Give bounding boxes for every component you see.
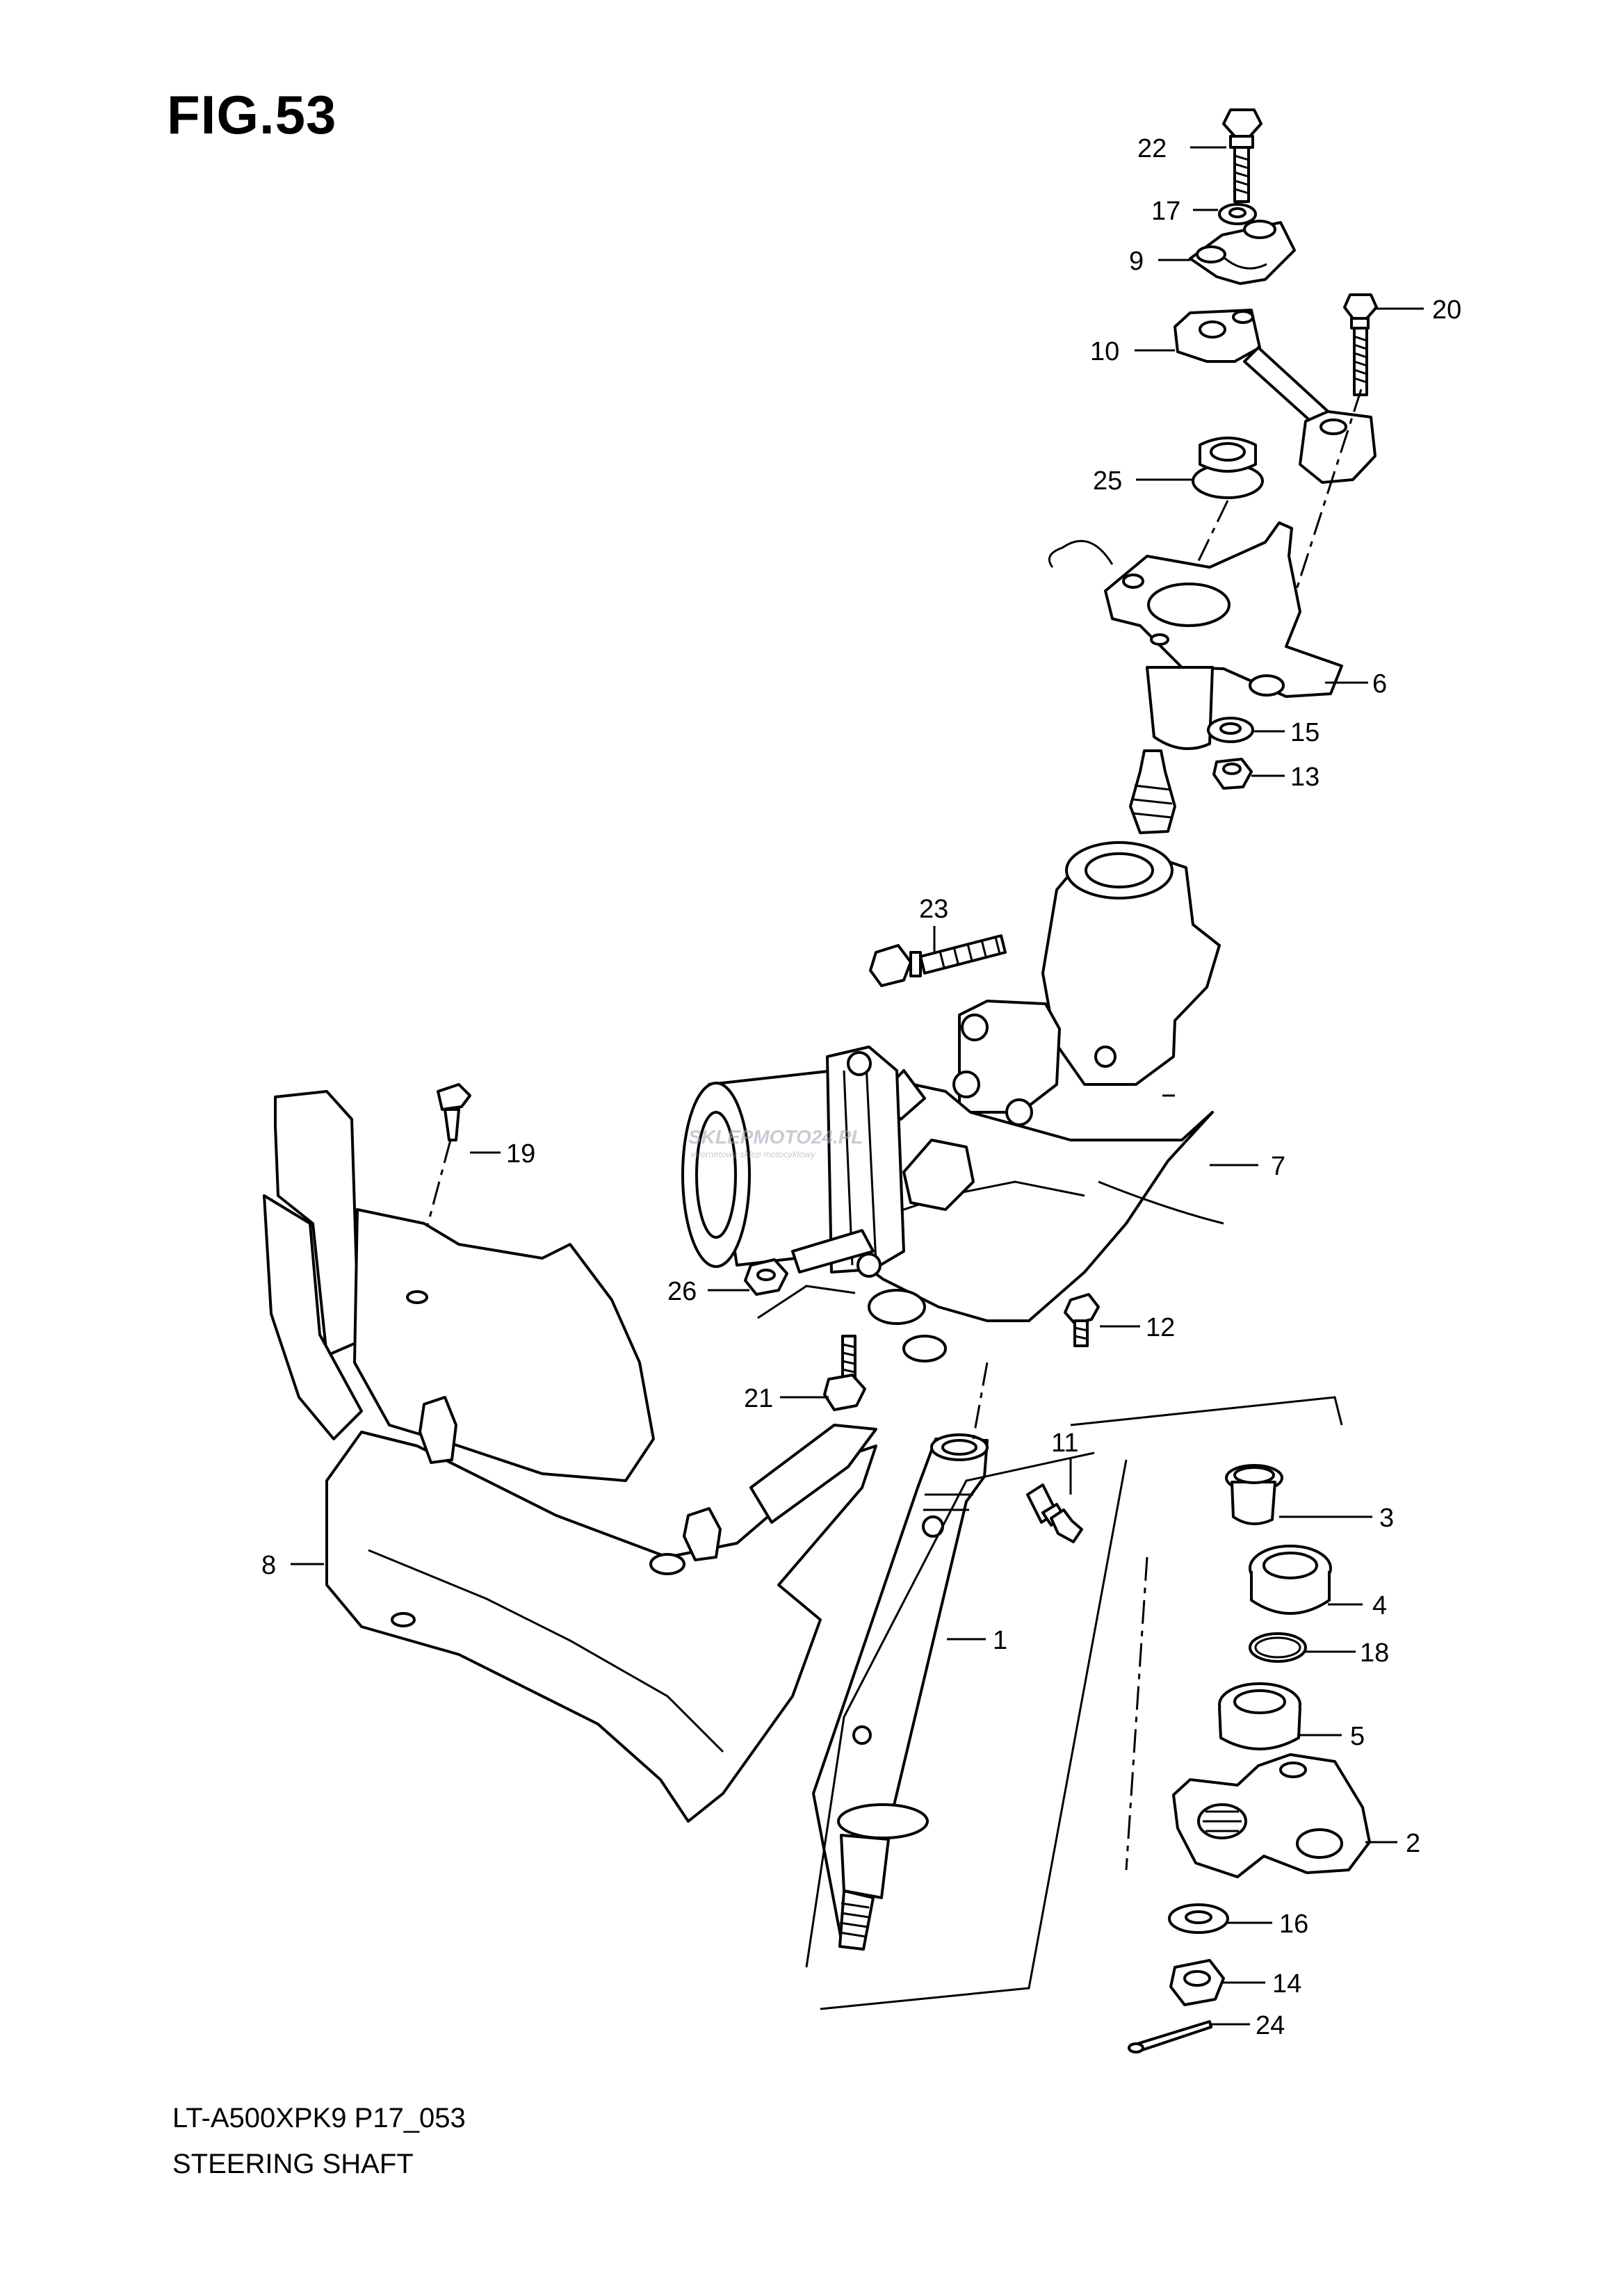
part-5-bearing-seat[interactable]	[1218, 1682, 1301, 1750]
callout-2: 2	[1406, 1829, 1420, 1858]
callout-19: 19	[506, 1139, 535, 1169]
watermark-brand: SKLEPMOTO24.PL	[688, 1126, 863, 1148]
part-15-washer[interactable]	[1207, 717, 1254, 743]
callout-18: 18	[1360, 1638, 1389, 1668]
callout-5: 5	[1350, 1722, 1365, 1751]
callout-3: 3	[1379, 1504, 1394, 1533]
part-12-bolt[interactable]	[1064, 1293, 1100, 1347]
watermark-tagline: internetowy sklep motocyklowy	[691, 1149, 816, 1160]
part-10-handlebar-holder[interactable]	[1174, 309, 1377, 484]
callout-21: 21	[744, 1384, 773, 1413]
callout-7: 7	[1271, 1152, 1285, 1181]
callout-24: 24	[1256, 2011, 1285, 2040]
callout-14: 14	[1272, 1969, 1301, 1999]
callout-22: 22	[1137, 134, 1167, 163]
callout-15: 15	[1290, 718, 1320, 747]
part-8-steering-cover[interactable]	[263, 1090, 877, 1823]
callout-9: 9	[1129, 247, 1144, 276]
part-7-power-steering-unit[interactable]	[681, 749, 1224, 1362]
part-4-bearing[interactable]	[1249, 1545, 1332, 1615]
part-3-collar[interactable]	[1225, 1464, 1283, 1525]
part-23-bolt[interactable]	[869, 934, 1007, 987]
callout-17: 17	[1151, 197, 1180, 226]
part-26-nut[interactable]	[744, 1258, 788, 1296]
callout-20: 20	[1432, 295, 1461, 325]
callout-6: 6	[1372, 669, 1387, 699]
part-19-clip[interactable]	[437, 1083, 471, 1141]
callout-26: 26	[667, 1277, 697, 1306]
callout-23: 23	[919, 895, 948, 924]
part-16-washer[interactable]	[1168, 1903, 1229, 1934]
callout-11: 11	[1051, 1429, 1078, 1458]
part-21-bolt[interactable]	[823, 1335, 866, 1411]
part-13-nut[interactable]	[1212, 758, 1253, 790]
callout-25: 25	[1093, 466, 1122, 496]
part-17-washer[interactable]	[1218, 203, 1257, 225]
callout-1: 1	[993, 1626, 1007, 1655]
diagram-title: STEERING SHAFT	[172, 2149, 414, 2179]
model-code: LT-A500XPK9 P17_053	[172, 2103, 466, 2133]
part-2-steering-arm[interactable]	[1172, 1753, 1371, 1878]
callout-10: 10	[1090, 337, 1119, 366]
part-22-bolt[interactable]	[1222, 108, 1262, 203]
callout-8: 8	[261, 1551, 276, 1580]
watermark-logo: SKLEPMOTO24.PL internetowy sklep motocyk…	[688, 1126, 863, 1160]
part-24-cotter-pin[interactable]	[1128, 2020, 1212, 2053]
callout-4: 4	[1372, 1591, 1387, 1620]
part-6-shaft-holder[interactable]	[1048, 521, 1343, 751]
part-9-clamp-cap[interactable]	[1189, 220, 1296, 285]
part-18-o-ring[interactable]	[1249, 1632, 1307, 1663]
callout-13: 13	[1290, 763, 1320, 792]
callout-16: 16	[1279, 1910, 1308, 1939]
part-11-bolt[interactable]	[1026, 1483, 1083, 1543]
part-20-bolt[interactable]	[1343, 293, 1378, 396]
figure-title: FIG.53	[167, 84, 337, 145]
part-25-bushing[interactable]	[1192, 437, 1264, 499]
part-14-nut[interactable]	[1169, 1959, 1225, 2006]
callout-12: 12	[1146, 1313, 1175, 1342]
